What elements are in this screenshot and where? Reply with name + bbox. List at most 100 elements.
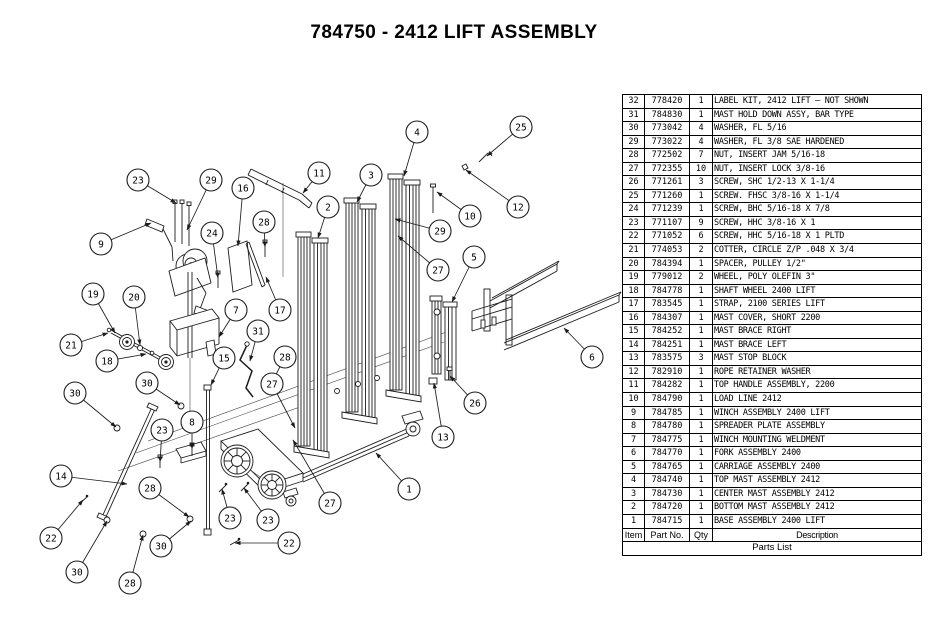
cell-description: MAST COVER, SHORT 2200 [712, 310, 922, 326]
cell-item: 21 [622, 243, 645, 258]
cell-qty: 1 [689, 256, 713, 272]
cell-item: 3 [622, 486, 645, 502]
cotter-pins [106, 327, 155, 356]
cell-part-no: 784307 [644, 310, 690, 326]
cell-qty: 10 [689, 161, 713, 177]
callout-balloon-15 [212, 346, 236, 370]
cell-item: 14 [622, 337, 645, 353]
callout-balloon-2 [316, 195, 340, 219]
top-handle-assembly [247, 168, 313, 209]
cell-part-no: 783575 [644, 351, 690, 366]
cell-qty: 1 [689, 337, 713, 353]
cell-qty: 7 [689, 148, 713, 163]
cell-description: SCREW, BHC 5/16-18 X 7/8 [712, 202, 922, 217]
cell-item: 31 [622, 107, 645, 123]
callout-balloon-12 [506, 195, 530, 219]
callout-balloon-29 [428, 219, 452, 243]
balloon-number: 9 [98, 239, 104, 250]
cell-item: 32 [622, 94, 645, 109]
balloon-number: 11 [313, 168, 325, 179]
cell-part-no: 771239 [644, 202, 690, 217]
callout-balloon-10 [458, 204, 482, 228]
balloon-number: 29 [205, 175, 217, 186]
balloon-number: 30 [141, 378, 153, 389]
balloon-number: 28 [279, 352, 291, 363]
balloon-number: 7 [233, 305, 239, 316]
callout-balloon-23 [126, 168, 150, 192]
cell-description: LOAD LINE 2412 [712, 392, 922, 407]
balloon-number: 13 [437, 432, 448, 443]
cell-item: 28 [622, 148, 645, 163]
cell-qty: 1 [689, 202, 713, 217]
poly-wheels [119, 334, 174, 370]
balloon-number: 28 [144, 483, 156, 494]
cell-description: BOTTOM MAST ASSEMBLY 2412 [712, 500, 922, 515]
base-assembly [220, 410, 424, 507]
cell-part-no: 784830 [644, 107, 690, 123]
winch-assembly [144, 199, 215, 358]
cell-description: CENTER MAST ASSEMBLY 2412 [712, 486, 922, 502]
page-title: 784750 - 2412 LIFT ASSEMBLY [310, 22, 598, 43]
callout-balloon-28 [273, 345, 297, 369]
cell-item: 17 [622, 297, 645, 312]
callout-balloon-18 [95, 349, 119, 373]
cell-qty: 2 [689, 270, 713, 285]
cell-part-no: 774053 [644, 243, 690, 258]
cell-description: WASHER, FL 5/16 [712, 121, 922, 136]
balloon-number: 23 [156, 425, 167, 436]
balloon-number: 26 [469, 398, 481, 409]
cell-description: MAST HOLD DOWN ASSY, BAR TYPE [712, 107, 922, 123]
cell-item: 7 [622, 432, 645, 448]
center-mast-assembly [341, 197, 378, 425]
callout-balloon-23 [150, 418, 174, 442]
cell-part-no: 779012 [644, 270, 690, 285]
cell-part-no: 784785 [644, 405, 690, 421]
callout-balloon-19 [81, 282, 105, 306]
cell-part-no: 773042 [644, 121, 690, 136]
cell-part-no: 784730 [644, 486, 690, 502]
balloon-number: 22 [45, 533, 56, 544]
balloon-number: 25 [515, 122, 526, 133]
callout-balloon-25 [509, 115, 533, 139]
cell-item: 23 [622, 215, 645, 231]
cell-item: 6 [622, 446, 645, 461]
balloon-number: 6 [589, 352, 595, 363]
cell-description: COTTER, CIRCLE Z/P .048 X 3/4 [712, 243, 922, 258]
callout-balloon-1 [397, 477, 421, 501]
cell-description: SCREW. FHSC 3/8-16 X 1-1/4 [712, 188, 922, 204]
cell-item: 24 [622, 202, 645, 217]
balloon-number: 19 [87, 289, 99, 300]
balloon-number: 23 [132, 175, 143, 186]
balloon-number: 20 [128, 292, 140, 303]
top-mast-assembly [385, 173, 422, 403]
cell-description: ROPE RETAINER WASHER [712, 364, 922, 380]
cell-part-no: 784778 [644, 283, 690, 299]
balloon-number: 24 [206, 228, 218, 239]
callout-balloon-26 [463, 391, 487, 415]
cell-qty: 4 [689, 121, 713, 136]
callout-balloon-22 [277, 531, 301, 555]
cell-description: MAST BRACE RIGHT [712, 324, 922, 339]
balloon-number: 30 [69, 388, 81, 399]
cell-part-no: 771261 [644, 175, 690, 190]
cell-description: MAST STOP BLOCK [712, 351, 922, 366]
cell-description: FORK ASSEMBLY 2400 [712, 446, 922, 461]
mast-brace-right [203, 384, 212, 536]
cell-part-no: 784740 [644, 473, 690, 488]
cell-description: STRAP, 2100 SERIES LIFT [712, 297, 922, 312]
cell-description: SCREW, HHC 3/8-16 X 1 [712, 215, 922, 231]
